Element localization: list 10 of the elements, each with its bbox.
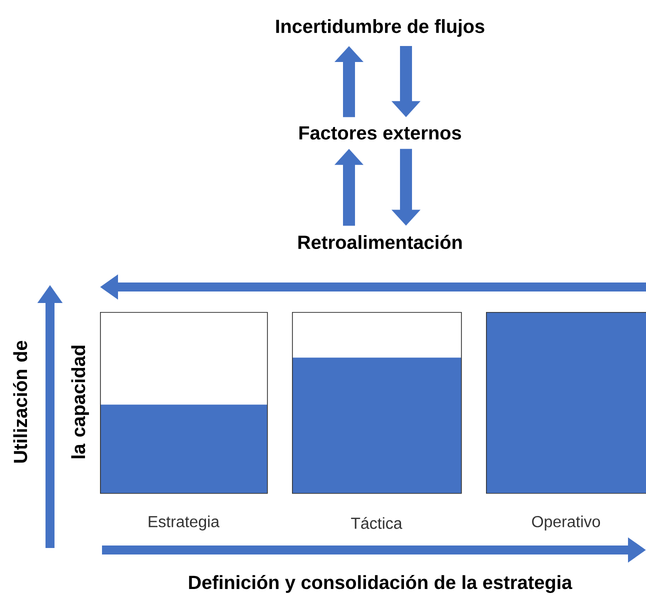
bar-caption: Táctica xyxy=(351,517,402,529)
bar-caption: Estrategia xyxy=(148,516,220,530)
capacity-bar xyxy=(292,312,462,494)
bar-caption: Operativo xyxy=(532,516,600,530)
heading-text: Incertidumbre de flujos xyxy=(276,19,484,37)
heading-text: Retroalimentación xyxy=(298,234,462,250)
capacity-bar xyxy=(486,312,646,494)
axis-label: Definición y consolidación de la estrategia xyxy=(189,575,572,593)
heading-text: Factores externos xyxy=(299,126,462,140)
capacity-bar xyxy=(100,312,268,494)
